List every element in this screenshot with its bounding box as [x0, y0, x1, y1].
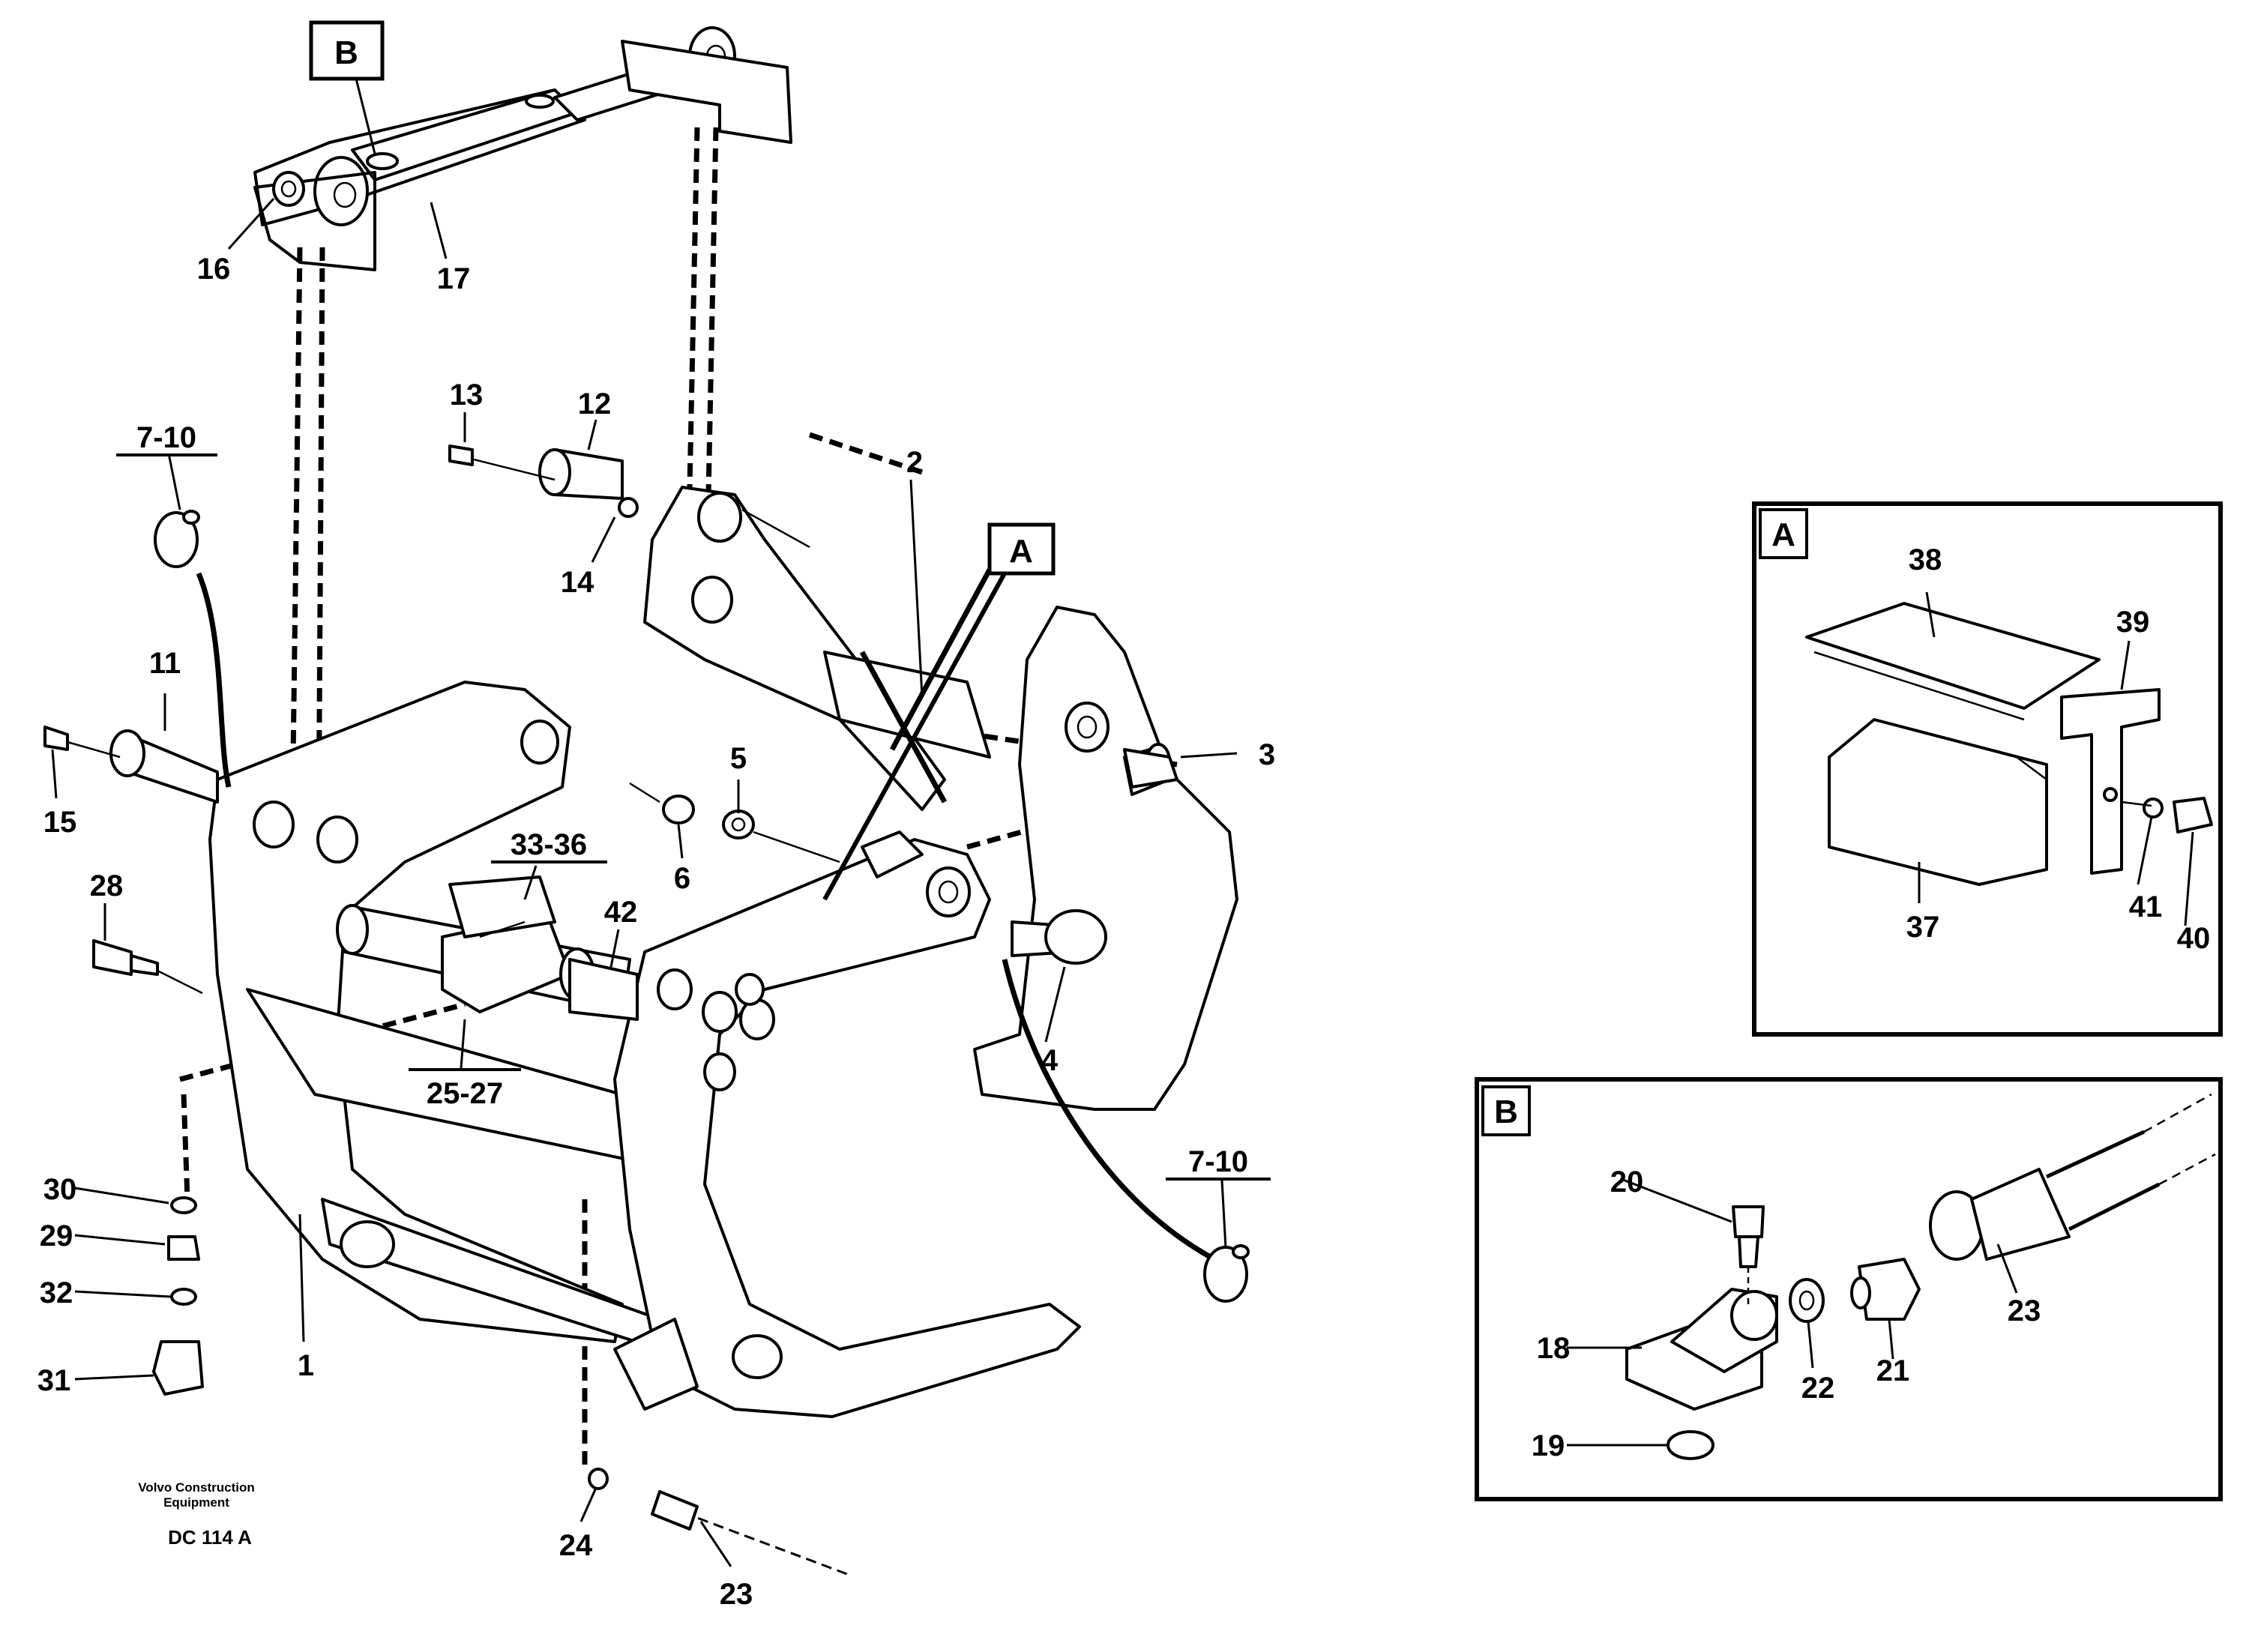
shaft-sensor-assembly: [336, 875, 639, 1021]
label-40: 40: [2177, 922, 2211, 955]
label-41: 41: [2129, 890, 2163, 923]
right-rear-bracket: [973, 606, 1238, 1111]
small-parts: [43, 444, 1250, 1531]
company-line-2: Equipment: [163, 1495, 229, 1510]
label-42: 42: [604, 896, 638, 929]
label-14: 14: [561, 566, 594, 599]
label-29: 29: [40, 1220, 73, 1252]
label-22: 22: [1801, 1372, 1835, 1405]
drawing-code: DC 114 A: [168, 1526, 252, 1549]
detail-a: A: [1752, 501, 2223, 1037]
label-7-10-right: 7-10: [1188, 1145, 1248, 1178]
label-21: 21: [1876, 1354, 1910, 1387]
label-18: 18: [1537, 1332, 1571, 1365]
main-frame: [208, 681, 676, 1351]
label-3: 3: [1259, 738, 1275, 771]
label-23-detail: 23: [2008, 1294, 2041, 1327]
label-39: 39: [2116, 606, 2150, 639]
label-31: 31: [37, 1364, 71, 1397]
label-13: 13: [450, 379, 484, 412]
hydraulic-cylinder: [253, 26, 792, 271]
label-23-main: 23: [720, 1578, 753, 1611]
detail-b: B: [1475, 1077, 2223, 1501]
label-16: 16: [197, 253, 231, 286]
group-underlines: [116, 453, 1271, 1181]
label-5: 5: [730, 742, 747, 775]
svg-text:A: A: [1009, 533, 1033, 570]
label-11: 11: [149, 647, 181, 680]
label-1: 1: [298, 1349, 314, 1382]
svg-text:A: A: [1771, 516, 1795, 553]
callout-a: A: [822, 522, 1056, 901]
svg-text:B: B: [1494, 1094, 1518, 1130]
svg-text:B: B: [334, 34, 358, 71]
label-12: 12: [578, 388, 612, 420]
label-17: 17: [437, 262, 471, 295]
label-4: 4: [1041, 1044, 1059, 1077]
label-6: 6: [674, 862, 690, 895]
label-2: 2: [906, 446, 923, 479]
front-fork-arm: [613, 830, 1081, 1418]
label-28: 28: [90, 869, 124, 902]
label-38: 38: [1909, 543, 1942, 576]
leader-lines: [51, 197, 2194, 1567]
label-7-10-left: 7-10: [136, 421, 196, 454]
label-25-27: 25-27: [427, 1077, 503, 1110]
label-33-36: 33-36: [511, 828, 587, 861]
part-labels: 16 17 13 12 14 2 3 4 5 6 7-10 11 15 33-3…: [37, 253, 2211, 1611]
upper-link-arm: [643, 486, 991, 811]
label-24: 24: [559, 1529, 593, 1562]
callout-b: B: [309, 20, 385, 154]
label-32: 32: [40, 1276, 73, 1309]
label-37: 37: [1906, 911, 1940, 944]
cables: [196, 568, 1231, 1576]
label-30: 30: [43, 1173, 77, 1206]
label-19: 19: [1532, 1429, 1565, 1462]
footer: Volvo Construction Equipment DC 114 A: [138, 1480, 255, 1549]
company-line-1: Volvo Construction: [138, 1480, 255, 1495]
label-20: 20: [1610, 1166, 1644, 1199]
label-15: 15: [43, 806, 77, 839]
